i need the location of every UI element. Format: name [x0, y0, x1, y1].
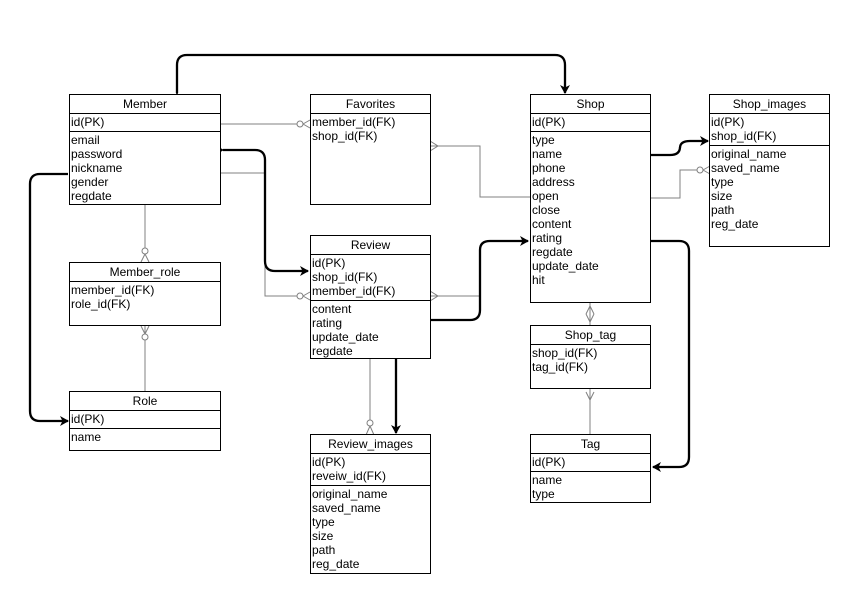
field-rating: rating: [312, 316, 343, 330]
field-original-name: original_name: [711, 147, 787, 161]
field-shop-id: shop_id(FK): [711, 129, 777, 143]
field-type: type: [532, 133, 555, 147]
entity-review[interactable]: Review id(PK) shop_id(FK) member_id(FK) …: [310, 235, 431, 359]
key-section: member_id(FK) shop_id(FK): [311, 114, 430, 145]
field-id: id(PK): [711, 115, 745, 129]
field-name: name: [532, 147, 563, 161]
entity-title: Favorites: [311, 95, 430, 114]
field-section: name: [70, 429, 220, 446]
rel-shop-shopimages: [650, 169, 700, 199]
field-path: path: [711, 203, 735, 217]
field-id: id(PK): [312, 256, 346, 270]
field-regdate: regdate: [71, 189, 112, 203]
field-shop-id: shop_id(FK): [312, 270, 378, 284]
key-section: id(PK) reveiw_id(FK): [311, 454, 430, 486]
field-id: id(PK): [71, 115, 105, 129]
entity-member-role[interactable]: Member_role member_id(FK) role_id(FK): [69, 262, 221, 326]
key-section: member_id(FK) role_id(FK): [70, 282, 220, 313]
field-original-name: original_name: [312, 487, 388, 501]
entity-title: Role: [70, 392, 220, 411]
field-size: size: [711, 189, 733, 203]
entity-tag[interactable]: Tag id(PK) name type: [530, 434, 651, 503]
entity-title: Tag: [531, 435, 650, 454]
arrow-member-role: [28, 172, 69, 426]
field-id: id(PK): [71, 412, 105, 426]
field-tag-id: tag_id(FK): [532, 360, 589, 374]
field-update-date: update_date: [532, 259, 599, 273]
field-update-date: update_date: [312, 330, 379, 344]
field-shop-id: shop_id(FK): [532, 346, 598, 360]
entity-title: Shop_tag: [531, 326, 650, 345]
field-hit: hit: [532, 273, 545, 287]
field-section: original_name saved_name type size path …: [311, 486, 430, 573]
entity-title: Review_images: [311, 435, 430, 454]
field-content: content: [532, 217, 572, 231]
field-password: password: [71, 147, 123, 161]
field-regdate: regdate: [532, 245, 573, 259]
entity-title: Member_role: [70, 263, 220, 282]
field-type: type: [312, 515, 335, 529]
field-reg-date: reg_date: [711, 217, 759, 231]
arrow-shop-shopimages: [651, 136, 709, 157]
entity-favorites[interactable]: Favorites member_id(FK) shop_id(FK): [310, 94, 431, 205]
field-nickname: nickname: [71, 161, 123, 175]
entity-title: Shop: [531, 95, 650, 114]
arrow-member-review: [215, 145, 309, 276]
entity-title: Review: [311, 236, 430, 255]
entity-review-images[interactable]: Review_images id(PK) reveiw_id(FK) origi…: [310, 434, 431, 574]
field-content: content: [312, 302, 352, 316]
arrow-shop-tag: [651, 239, 691, 472]
field-close: close: [532, 203, 561, 217]
entity-shop-tag[interactable]: Shop_tag shop_id(FK) tag_id(FK): [530, 325, 651, 389]
field-address: address: [532, 175, 575, 189]
field-section: content rating update_date regdate: [311, 301, 430, 360]
field-section: original_name saved_name type size path …: [710, 146, 829, 233]
key-section: id(PK) shop_id(FK) member_id(FK): [311, 255, 430, 301]
key-section: id(PK): [531, 114, 650, 132]
field-role-id: role_id(FK): [71, 297, 131, 311]
field-member-id: member_id(FK): [71, 283, 155, 297]
field-member-id: member_id(FK): [312, 284, 396, 298]
field-id: id(PK): [532, 115, 566, 129]
field-id: id(PK): [532, 455, 566, 469]
field-type: type: [711, 175, 734, 189]
key-section: id(PK) shop_id(FK): [710, 114, 829, 146]
arrow-review-shop: [431, 236, 529, 322]
field-section: name type: [531, 472, 650, 503]
field-name: name: [532, 473, 563, 487]
entity-title: Shop_images: [710, 95, 829, 114]
field-saved-name: saved_name: [711, 161, 780, 175]
field-rating: rating: [532, 231, 563, 245]
field-id: id(PK): [312, 455, 346, 469]
entity-role[interactable]: Role id(PK) name: [69, 391, 221, 451]
entity-member[interactable]: Member id(PK) email password nickname ge…: [69, 94, 221, 205]
field-reveiw-id: reveiw_id(FK): [312, 469, 387, 483]
field-section: email password nickname gender regdate: [70, 132, 220, 205]
key-section: id(PK): [531, 454, 650, 472]
field-type: type: [532, 487, 555, 501]
arrow-member-shop: [172, 53, 570, 101]
key-section: id(PK): [70, 411, 220, 429]
field-open: open: [532, 189, 559, 203]
field-regdate: regdate: [312, 344, 353, 358]
field-shop-id: shop_id(FK): [312, 129, 378, 143]
rel-member-review: [221, 172, 300, 297]
field-path: path: [312, 543, 336, 557]
field-size: size: [312, 529, 334, 543]
entity-shop-images[interactable]: Shop_images id(PK) shop_id(FK) original_…: [709, 94, 830, 247]
field-phone: phone: [532, 161, 566, 175]
key-section: shop_id(FK) tag_id(FK): [531, 345, 650, 376]
field-saved-name: saved_name: [312, 501, 381, 515]
rel-favorites-shop: [430, 145, 530, 198]
field-email: email: [71, 133, 100, 147]
field-member-id: member_id(FK): [312, 115, 396, 129]
field-reg-date: reg_date: [312, 557, 360, 571]
entity-shop[interactable]: Shop id(PK) type name phone address open…: [530, 94, 651, 303]
entity-title: Member: [70, 95, 220, 114]
key-section: id(PK): [70, 114, 220, 132]
field-gender: gender: [71, 175, 109, 189]
field-name: name: [71, 430, 102, 444]
field-section: type name phone address open close conte…: [531, 132, 650, 289]
